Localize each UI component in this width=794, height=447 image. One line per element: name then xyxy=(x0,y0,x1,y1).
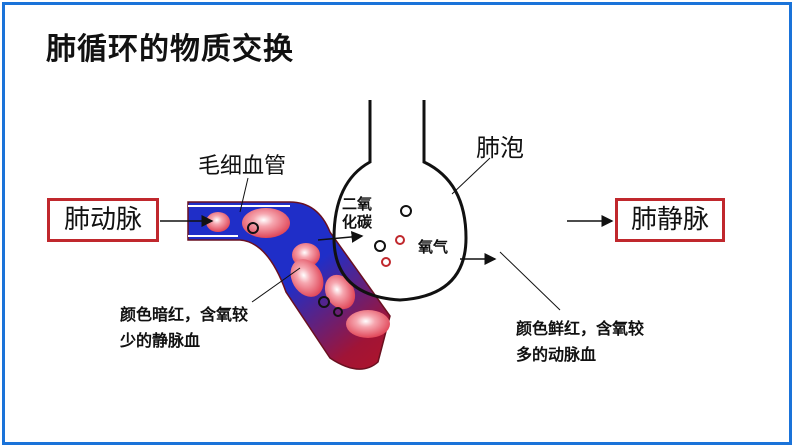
pulmonary-vein-box: 肺静脉 xyxy=(615,198,725,242)
pulmonary-artery-box: 肺动脉 xyxy=(47,198,159,242)
oxygen-label: 氧气 xyxy=(418,238,449,256)
venous-blood-note: 颜色暗红，含氧较 少的静脉血 xyxy=(120,302,248,354)
pulmonary-artery-label: 肺动脉 xyxy=(63,205,142,235)
arterial-note-line2: 多的动脉血 xyxy=(516,345,597,364)
leader-venous xyxy=(251,267,301,303)
pulmonary-vein-label: 肺静脉 xyxy=(630,205,709,235)
capillary-vessel xyxy=(187,201,391,370)
co2-label: 二氧 化碳 xyxy=(342,195,372,231)
arrow-co2-out xyxy=(317,230,364,243)
arterial-blood-note: 颜色鲜红，含氧较 多的动脉血 xyxy=(516,316,644,368)
co2-label-line1: 二氧 xyxy=(342,195,373,213)
alveolus-label: 肺泡 xyxy=(476,134,524,162)
co2-label-line2: 化碳 xyxy=(342,213,373,231)
leader-alveolus xyxy=(451,157,491,195)
venous-note-line1: 颜色暗红，含氧较 xyxy=(120,305,249,324)
blood-cell xyxy=(346,310,390,338)
leader-capillary xyxy=(239,177,249,213)
alveolus-shape xyxy=(332,100,468,302)
blood-cell xyxy=(206,212,230,232)
arterial-note-line1: 颜色鲜红，含氧较 xyxy=(516,319,645,338)
blood-cell xyxy=(324,274,356,310)
blood-cell xyxy=(242,208,290,238)
capillary-label: 毛细血管 xyxy=(198,154,287,179)
page-title: 肺循环的物质交换 xyxy=(46,32,294,67)
venous-note-line2: 少的静脉血 xyxy=(120,331,201,350)
leader-arterial xyxy=(499,251,561,311)
